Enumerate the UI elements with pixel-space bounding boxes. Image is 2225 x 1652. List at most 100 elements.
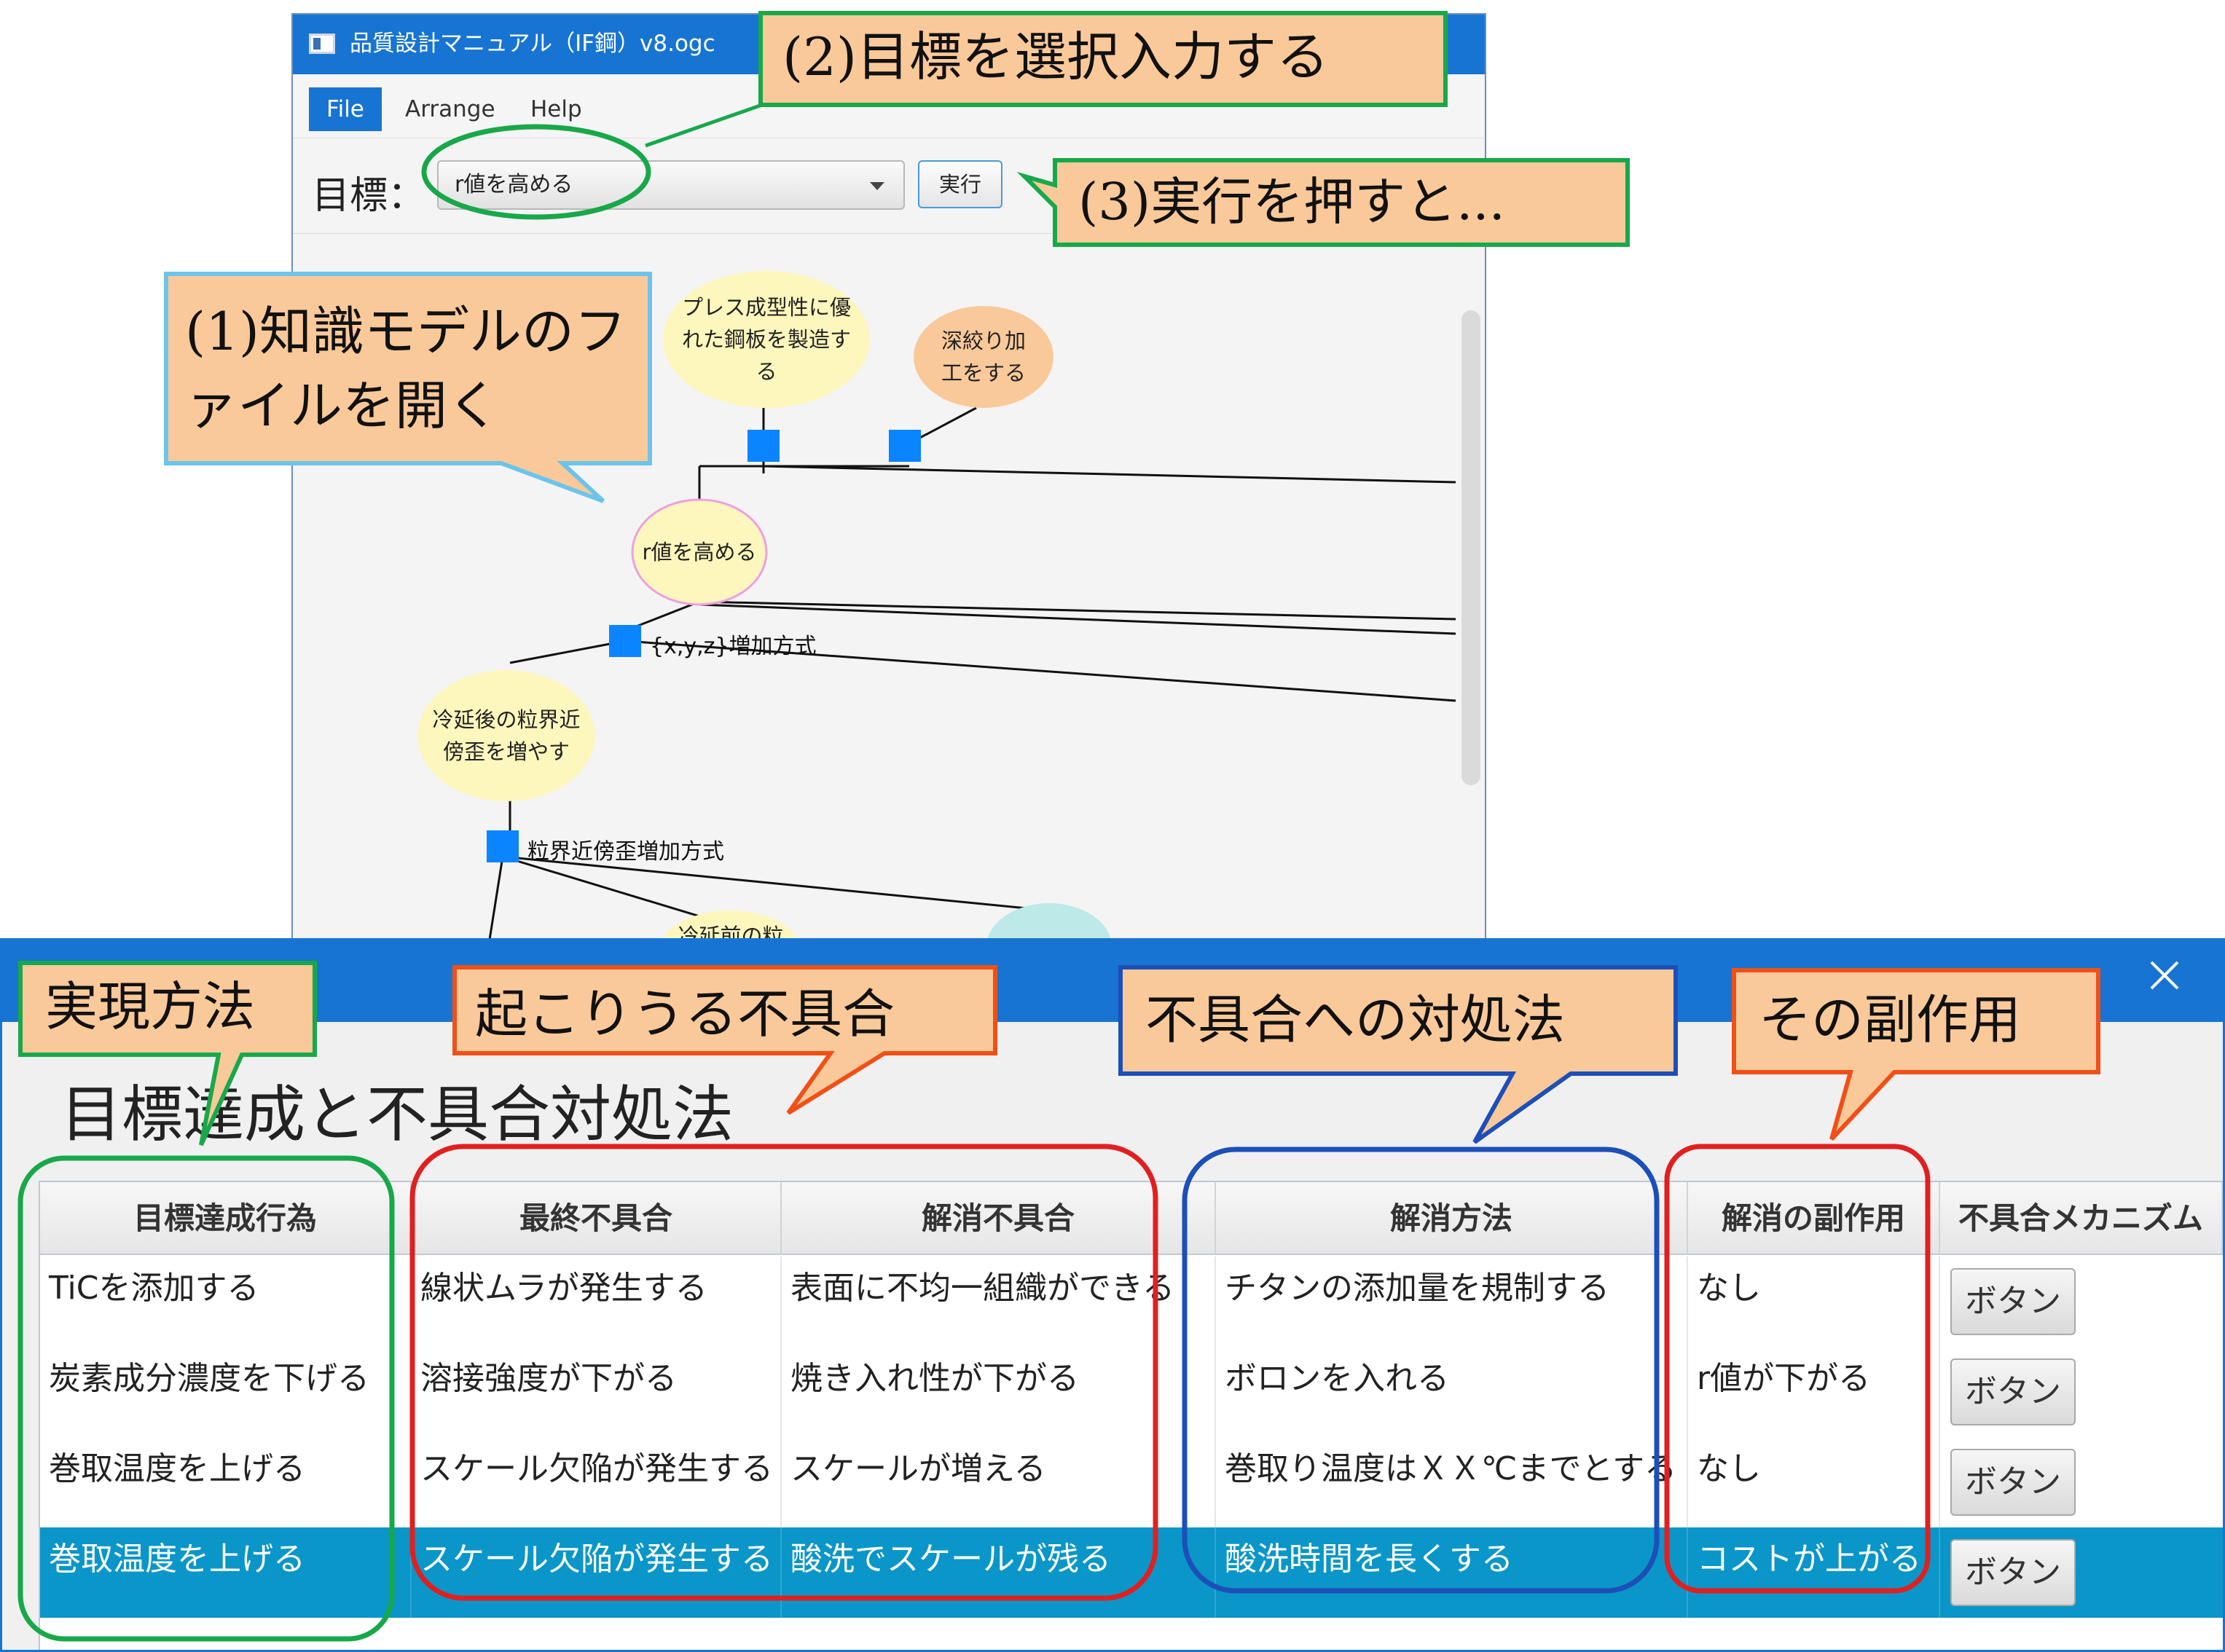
- outline-defect-columns: [409, 1144, 1158, 1601]
- edge: [502, 855, 729, 927]
- table-row[interactable]: TiCを添加する 線状ムラが発生する 表面に不均一組織ができる チタンの添加量を…: [40, 1256, 2223, 1347]
- node-strain-label: 冷延後の粒界近傍歪を増やす: [432, 707, 581, 764]
- edge: [699, 603, 1456, 635]
- table-row-selected[interactable]: 巻取温度を上げる スケール欠陥が発生する 酸洗でスケールが残る 酸洗時間を長くす…: [40, 1527, 2223, 1618]
- cell-method: チタンの添加量を規制する: [1216, 1256, 1688, 1347]
- method-box: [747, 430, 780, 462]
- cell-mechanism: ボタン: [1940, 1347, 2223, 1437]
- callout-side-effects-shape: [1732, 968, 2100, 1141]
- execute-button[interactable]: 実行: [918, 160, 1002, 208]
- edge: [488, 856, 504, 940]
- cell-method: 酸洗時間を長くする: [1216, 1527, 1688, 1618]
- method-box: [889, 430, 921, 462]
- node-r-value-label-wrap[interactable]: r値を高める: [641, 519, 758, 586]
- node-press: [663, 271, 870, 408]
- outline-action-column: [17, 1155, 395, 1642]
- callout-open-model-shape: [164, 272, 652, 503]
- cell-side-effect: なし: [1688, 1437, 1940, 1527]
- mechanism-button[interactable]: ボタン: [1950, 1358, 2076, 1425]
- column-header-resolved-defect[interactable]: 解消不具合: [782, 1182, 1216, 1255]
- dialog-heading: 目標達成と不具合対処法: [60, 1079, 734, 1150]
- node-partial: [661, 910, 799, 940]
- callout-realization-shape: [18, 961, 317, 1146]
- callout-select-goal: (2)目標を選択入力する: [782, 26, 1329, 87]
- cell-mechanism: ボタン: [1940, 1437, 2223, 1527]
- cell-final-defect: 溶接強度が下がる: [412, 1347, 782, 1437]
- node-r-value-label: r値を高める: [642, 540, 757, 565]
- pointer-line: [645, 103, 763, 148]
- menu-help[interactable]: Help: [530, 96, 582, 122]
- cell-final-defect: スケール欠陥が発生する: [412, 1527, 782, 1618]
- mechanism-button[interactable]: ボタン: [1950, 1539, 2076, 1606]
- cell-side-effect: コストが上がる: [1688, 1527, 1940, 1618]
- callout-open-model: (1)知識モデルのファイルを開く: [185, 301, 627, 436]
- callout-side-effects: その副作用: [1759, 989, 2022, 1050]
- cell-resolved-defect: スケールが増える: [782, 1437, 1216, 1527]
- node-r-value: [631, 498, 768, 606]
- edge: [699, 600, 1456, 621]
- goal-select[interactable]: r値を高める: [437, 160, 905, 210]
- menu-file[interactable]: File: [309, 87, 382, 131]
- knowledge-diagram: [417, 271, 1456, 940]
- callout-select-goal-shape: [758, 11, 1448, 107]
- edge: [763, 465, 1456, 484]
- cell-resolved-defect: 焼き入れ性が下がる: [782, 1347, 1216, 1437]
- bottom-callout-shapes: [17, 961, 2100, 1642]
- method-label-xyz: {x,y,z}増加方式: [650, 634, 817, 659]
- method-label-strain: 粒界近傍歪増加方式: [527, 839, 724, 865]
- edge: [624, 640, 1456, 702]
- node-partial-label[interactable]: 冷延前の粒: [678, 924, 784, 938]
- vertical-scrollbar[interactable]: [1459, 233, 1485, 944]
- cell-mechanism: ボタン: [1940, 1256, 2223, 1347]
- callout-defects: 起こりうる不具合: [475, 983, 895, 1045]
- callout-realization: 実現方法: [45, 976, 256, 1037]
- cell-side-effect: r値が下がる: [1688, 1347, 1940, 1437]
- top-callout-shapes: [164, 11, 1630, 503]
- edge: [509, 640, 626, 664]
- callout-execute-shape: [1016, 158, 1630, 247]
- node-teal: [987, 903, 1111, 940]
- table-row[interactable]: 巻取温度を上げる スケール欠陥が発生する スケールが増える 巻取り温度はＸＸ℃ま…: [40, 1437, 2223, 1527]
- goal-select-value: r値を高める: [455, 172, 573, 197]
- cell-side-effect: なし: [1688, 1256, 1940, 1347]
- cell-method: ボロンを入れる: [1216, 1347, 1688, 1437]
- column-header-side-effect[interactable]: 解消の副作用: [1688, 1182, 1940, 1255]
- menu-arrange[interactable]: Arrange: [405, 96, 495, 122]
- goal-label: 目標：: [312, 174, 426, 218]
- callout-countermeasures: 不具合への対処法: [1145, 989, 1566, 1050]
- close-icon[interactable]: [2144, 955, 2185, 996]
- window-title: 品質設計マニュアル（IF鋼）v8.ogc: [350, 31, 715, 57]
- results-table: 目標達成行為 最終不具合 解消不具合 解消方法 解消の副作用 不具合メカニズム …: [39, 1181, 2223, 1650]
- outline-side-effect-column: [1664, 1144, 1931, 1594]
- method-box: [609, 625, 641, 657]
- mechanism-button[interactable]: ボタン: [1950, 1268, 2076, 1335]
- column-header-action[interactable]: 目標達成行為: [40, 1182, 412, 1255]
- cell-final-defect: 線状ムラが発生する: [412, 1256, 782, 1347]
- mechanism-button[interactable]: ボタン: [1950, 1449, 2076, 1516]
- method-box: [487, 830, 519, 862]
- cell-final-defect: スケール欠陥が発生する: [412, 1437, 782, 1527]
- node-deep-draw-label: 深絞り加工をする: [941, 329, 1026, 385]
- node-press-label: プレス成型性に優れた鋼板を製造する: [681, 295, 851, 384]
- node-strain: [417, 670, 595, 801]
- callout-execute: (3)実行を押すと...: [1078, 172, 1505, 232]
- table-row[interactable]: 炭素成分濃度を下げる 溶接強度が下がる 焼き入れ性が下がる ボロンを入れる r値…: [40, 1347, 2223, 1437]
- goal-highlight-ellipse: [421, 124, 651, 220]
- cell-mechanism: ボタン: [1940, 1527, 2223, 1618]
- callout-countermeasures-shape: [1118, 965, 1678, 1144]
- column-header-mechanism[interactable]: 不具合メカニズム: [1940, 1182, 2223, 1255]
- column-header-final-defect[interactable]: 最終不具合: [412, 1182, 782, 1255]
- cell-action: 巻取温度を上げる: [40, 1437, 412, 1527]
- cell-method: 巻取り温度はＸＸ℃までとする: [1216, 1437, 1688, 1527]
- edge: [502, 855, 1050, 912]
- outline-method-column: [1182, 1146, 1660, 1594]
- scrollbar-thumb[interactable]: [1461, 310, 1480, 785]
- cell-resolved-defect: 酸洗でスケールが残る: [782, 1527, 1216, 1618]
- node-deep-draw-label-wrap[interactable]: 深絞り加工をする: [933, 323, 1035, 390]
- node-strain-label-wrap[interactable]: 冷延後の粒界近傍歪を増やす: [430, 685, 583, 787]
- cell-action: 巻取温度を上げる: [40, 1527, 412, 1618]
- chevron-down-icon: [870, 182, 884, 190]
- node-press-label-wrap[interactable]: プレス成型性に優れた鋼板を製造する: [679, 280, 854, 399]
- column-header-method[interactable]: 解消方法: [1216, 1182, 1688, 1255]
- cell-resolved-defect: 表面に不均一組織ができる: [782, 1256, 1216, 1347]
